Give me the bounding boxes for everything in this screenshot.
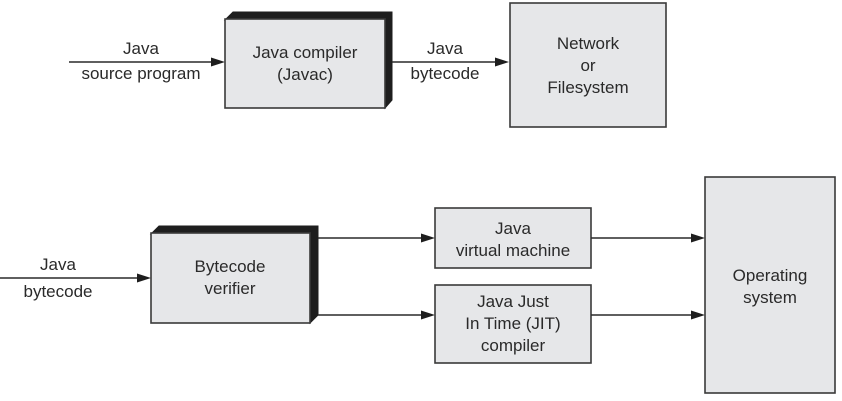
- arrowhead-icon: [137, 273, 151, 283]
- edge-label-top: Java: [427, 39, 463, 58]
- box-face: [150, 232, 311, 324]
- node-label-line: system: [743, 288, 797, 307]
- node-label-line: Filesystem: [547, 78, 628, 97]
- node-label-line: Java Just: [477, 292, 549, 311]
- node-jit: Java Just In Time (JIT) compiler: [434, 284, 592, 364]
- arrowhead-icon: [495, 57, 509, 67]
- edge-jit-to-os: [591, 310, 705, 320]
- node-jvm: Java virtual machine: [434, 207, 592, 269]
- node-label-line: Operating: [733, 266, 808, 285]
- node-label-line: Java: [495, 219, 531, 238]
- node-label-line: Java compiler: [253, 43, 358, 62]
- node-label-line: verifier: [204, 279, 255, 298]
- edge-javac-to-network: Java bytecode: [392, 39, 509, 83]
- arrowhead-icon: [691, 233, 705, 243]
- arrowhead-icon: [421, 233, 435, 243]
- arrowhead-icon: [691, 310, 705, 320]
- node-network: Network or Filesystem: [509, 2, 667, 128]
- edge-bytecode-to-verifier: Java bytecode: [0, 255, 151, 301]
- arrowhead-icon: [421, 310, 435, 320]
- node-verifier: Bytecode verifier: [149, 225, 319, 325]
- box-face: [434, 207, 592, 269]
- node-label-line: (Javac): [277, 65, 333, 84]
- edge-jvm-to-os: [591, 233, 705, 243]
- edge-label-bottom: bytecode: [24, 282, 93, 301]
- edge-label-top: Java: [40, 255, 76, 274]
- edge-label-bottom: bytecode: [411, 64, 480, 83]
- node-operating-system: Operating system: [704, 176, 836, 394]
- node-label-line: Network: [557, 34, 620, 53]
- arrowhead-icon: [211, 57, 225, 67]
- node-label-line: compiler: [481, 336, 546, 355]
- edge-label-bottom: source program: [81, 64, 200, 83]
- node-label-line: virtual machine: [456, 241, 570, 260]
- node-label-line: Bytecode: [195, 257, 266, 276]
- node-label-line: or: [580, 56, 595, 75]
- box-face: [509, 2, 667, 128]
- edge-verifier-to-jit: [318, 310, 435, 320]
- box-face: [434, 284, 592, 364]
- box-face: [224, 18, 386, 109]
- box-face: [704, 176, 836, 394]
- edge-verifier-to-jvm: [318, 233, 435, 243]
- edge-label-top: Java: [123, 39, 159, 58]
- node-label-line: In Time (JIT): [465, 314, 560, 333]
- edge-source-to-javac: Java source program: [69, 39, 225, 83]
- node-javac: Java compiler (Javac): [223, 11, 393, 110]
